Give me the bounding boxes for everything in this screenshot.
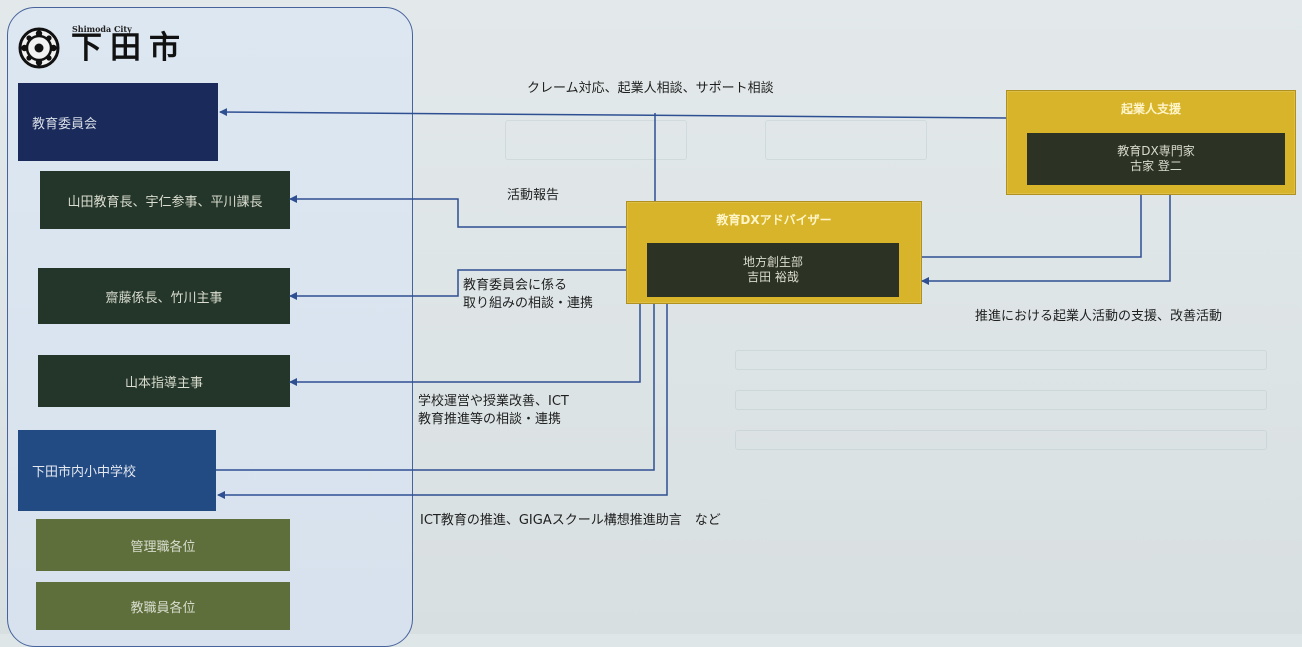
school-consult-label-line-2: 教育推進等の相談・連携 xyxy=(418,411,562,427)
school-consult-label: 学校運営や授業改善、ICT 教育推進等の相談・連携 xyxy=(418,393,569,428)
school-admin-box: 管理職各位 xyxy=(36,519,290,571)
background-ghost-block xyxy=(765,120,927,160)
board-consult-label-line-1: 教育委員会に係る xyxy=(463,278,568,293)
background-ghost-block xyxy=(735,430,1267,450)
board-staff-box-2: 齋藤係長、竹川主事 xyxy=(38,268,290,324)
background-ghost-block xyxy=(505,120,687,160)
school-consult-label-line-1: 学校運営や授業改善、ICT xyxy=(418,394,569,409)
school-staff-box: 教職員各位 xyxy=(36,582,290,630)
entrepreneur-detail-box: 教育DX専門家 古家 登二 xyxy=(1027,133,1285,185)
board-staff-box-1: 山田教育長、宇仁参事、平川課長 xyxy=(40,171,290,229)
activity-report-label: 活動報告 xyxy=(507,188,560,203)
ict-support-connector xyxy=(217,304,668,499)
school-staff-label: 教職員各位 xyxy=(130,600,196,616)
entrepreneur-name: 古家 登二 xyxy=(1130,159,1182,173)
schools-box: 下田市内小中学校 xyxy=(18,430,216,511)
board-staff-box-3: 山本指導主事 xyxy=(38,355,290,407)
background-ghost-block xyxy=(735,350,1267,370)
board-consult-label-line-2: 取り組みの相談・連携 xyxy=(463,295,594,311)
logo-subtitle: Shimoda City xyxy=(72,24,132,34)
top-relation-connector xyxy=(219,108,1007,119)
advisor-detail-box: 地方創生部 吉田 裕哉 xyxy=(647,243,899,297)
advisor-box: 教育DXアドバイザー 地方創生部 吉田 裕哉 xyxy=(626,201,922,304)
activity-report-connector xyxy=(289,195,626,228)
schools-label: 下田市内小中学校 xyxy=(32,465,137,480)
city-crest-icon xyxy=(18,27,60,69)
schools-connector xyxy=(216,304,655,471)
entrepreneur-support-title: 起業人支援 xyxy=(1120,102,1181,116)
board-staff-label-1: 山田教育長、宇仁参事、平川課長 xyxy=(67,194,263,210)
entrepreneur-support-label: 推進における起業人活動の支援、改善活動 xyxy=(975,309,1223,324)
logo-city-name: 下田市 xyxy=(71,30,188,66)
advisor-title: 教育DXアドバイザー xyxy=(716,213,832,227)
board-of-education-box: 教育委員会 xyxy=(18,83,218,161)
board-consult-label: 教育委員会に係る 取り組みの相談・連携 xyxy=(463,277,593,312)
ict-support-label: ICT教育の推進、GIGAスクール構想推進助言 など xyxy=(420,513,721,528)
board-staff-label-3: 山本指導主事 xyxy=(124,375,203,391)
connector-layer xyxy=(216,108,1171,499)
board-staff-label-2: 齋藤係長、竹川主事 xyxy=(105,290,223,306)
entrepreneur-role: 教育DX専門家 xyxy=(1117,144,1195,158)
entrepreneur-support-box: 起業人支援 教育DX専門家 古家 登二 xyxy=(1006,90,1296,195)
board-consult-connector xyxy=(289,269,626,300)
shimoda-city-logo: Shimoda City 下田市 xyxy=(18,23,188,75)
board-of-education-label: 教育委員会 xyxy=(32,116,98,132)
school-consult-connector xyxy=(289,304,641,386)
advisor-department: 地方創生部 xyxy=(742,255,803,269)
advisor-name: 吉田 裕哉 xyxy=(747,270,799,284)
school-admin-label: 管理職各位 xyxy=(130,539,196,555)
entrepreneur-support-connector xyxy=(921,195,1171,285)
top-relation-label: クレーム対応、起業人相談、サポート相談 xyxy=(527,81,774,96)
entrepreneur-left-connector xyxy=(922,195,1142,258)
background-ghost-block xyxy=(735,390,1267,410)
